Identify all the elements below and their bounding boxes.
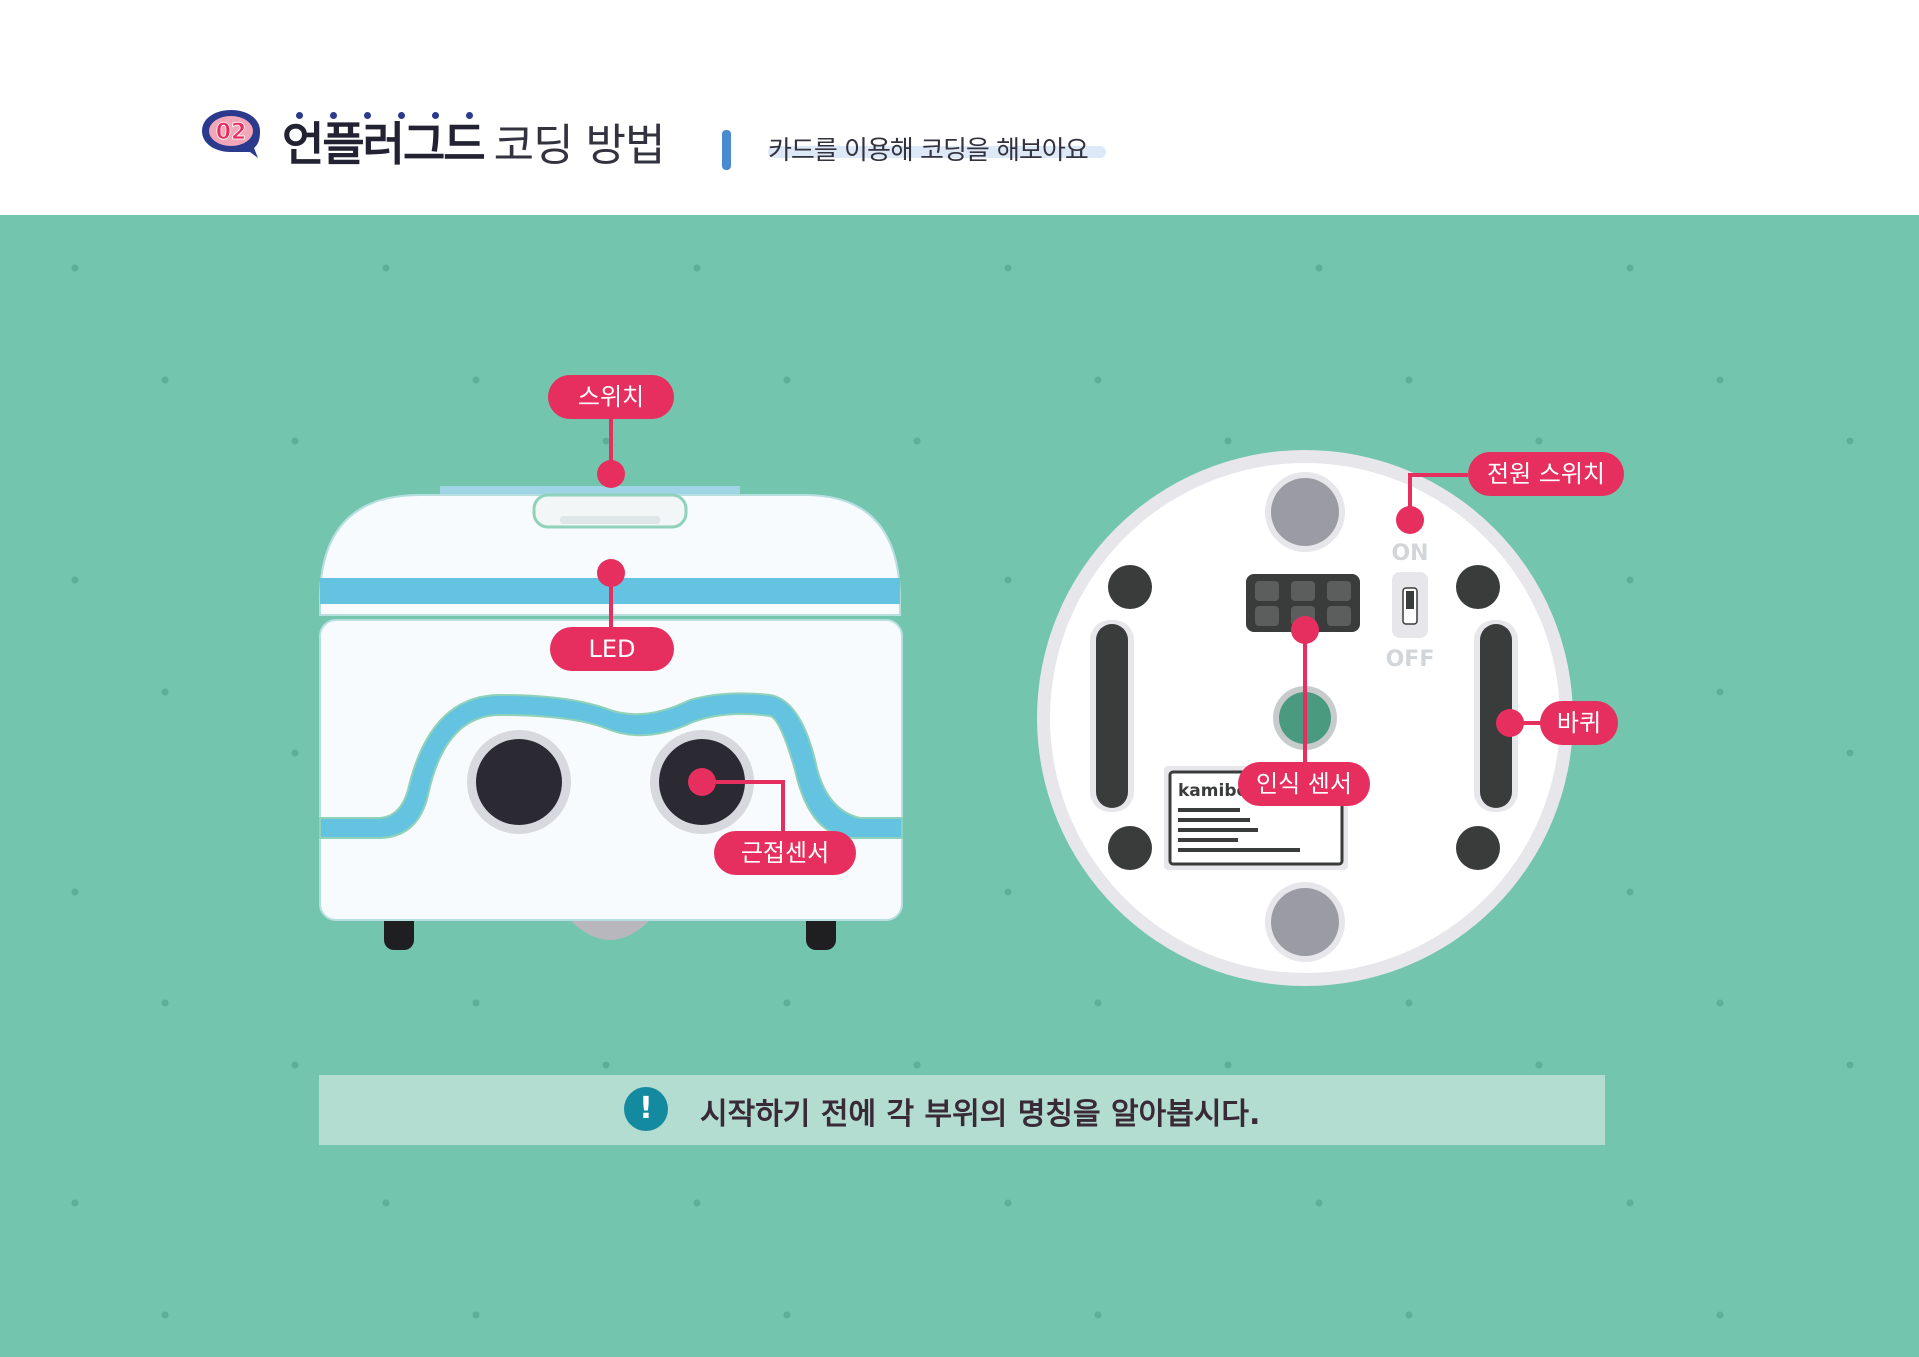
notice-icon: ! [624,1087,668,1131]
power-switch-on-label: ON [1391,541,1428,566]
label-wheel: 바퀴 [1540,701,1618,745]
label-power-switch: 전원 스위치 [1468,452,1624,496]
notice-text: 시작하기 전에 각 부위의 명칭을 알아봅시다. [700,1089,1260,1133]
label-recognition-sensor: 인식 센서 [1238,762,1370,806]
power-switch-off-label: OFF [1386,647,1435,672]
